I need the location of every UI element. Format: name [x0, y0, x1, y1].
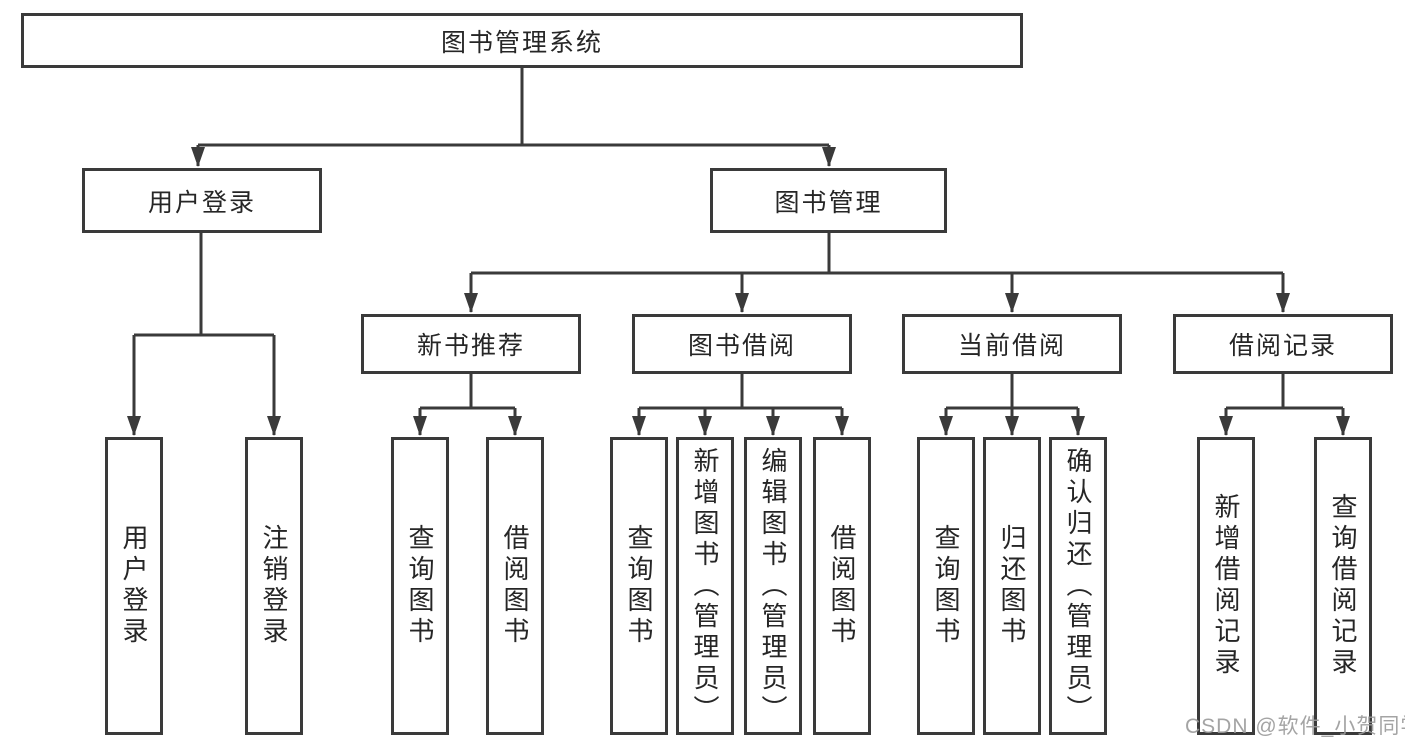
node-book-borrowing: 图书借阅 [632, 314, 852, 374]
node-label: 借阅图书 [827, 524, 857, 648]
node-label: 用户登录 [147, 188, 256, 217]
node-label: 借阅记录 [1228, 332, 1337, 360]
leaf-borrowing-query-book: 查询图书 [610, 437, 668, 735]
leaf-records-query-record: 查询借阅记录 [1314, 437, 1372, 735]
node-label: 查询借阅记录 [1328, 493, 1358, 679]
node-label: 查询图书 [405, 524, 435, 648]
node-label: 查询图书 [624, 524, 654, 648]
node-borrowing-records: 借阅记录 [1173, 314, 1393, 374]
leaf-current-query-book: 查询图书 [917, 437, 975, 735]
node-user-login: 用户登录 [82, 168, 322, 233]
node-label: 编辑图书（管理员） [758, 446, 788, 726]
node-library-system: 图书管理系统 [21, 13, 1023, 68]
node-new-book-recommend: 新书推荐 [361, 314, 581, 374]
leaf-logout: 注销登录 [245, 437, 303, 735]
node-label: 借阅图书 [500, 524, 530, 648]
node-label: 新书推荐 [416, 332, 525, 360]
leaf-recommend-query-book: 查询图书 [391, 437, 449, 735]
node-label: 新增图书（管理员） [690, 446, 720, 726]
node-label: 确认归还（管理员） [1063, 446, 1093, 726]
leaf-borrowing-borrow-book: 借阅图书 [813, 437, 871, 735]
csdn-watermark: CSDN @软件_小贺同学 [1185, 715, 1405, 738]
node-book-management: 图书管理 [710, 168, 947, 233]
leaf-records-add-record: 新增借阅记录 [1197, 437, 1255, 735]
node-label: 归还图书 [997, 524, 1027, 648]
leaf-current-return-book: 归还图书 [983, 437, 1041, 735]
node-label: 当前借阅 [957, 332, 1066, 360]
node-label: 图书管理系统 [440, 28, 603, 57]
leaf-current-confirm-return-admin: 确认归还（管理员） [1049, 437, 1107, 735]
node-label: 用户登录 [119, 524, 149, 648]
leaf-user-login: 用户登录 [105, 437, 163, 735]
node-label: 查询图书 [931, 524, 961, 648]
leaf-recommend-borrow-book: 借阅图书 [486, 437, 544, 735]
node-current-borrowing: 当前借阅 [902, 314, 1122, 374]
node-label: 注销登录 [259, 524, 289, 648]
leaf-borrowing-edit-book-admin: 编辑图书（管理员） [744, 437, 802, 735]
node-label: 新增借阅记录 [1211, 493, 1241, 679]
node-label: 图书管理 [774, 188, 883, 217]
leaf-borrowing-add-book-admin: 新增图书（管理员） [676, 437, 734, 735]
node-label: 图书借阅 [687, 332, 796, 360]
